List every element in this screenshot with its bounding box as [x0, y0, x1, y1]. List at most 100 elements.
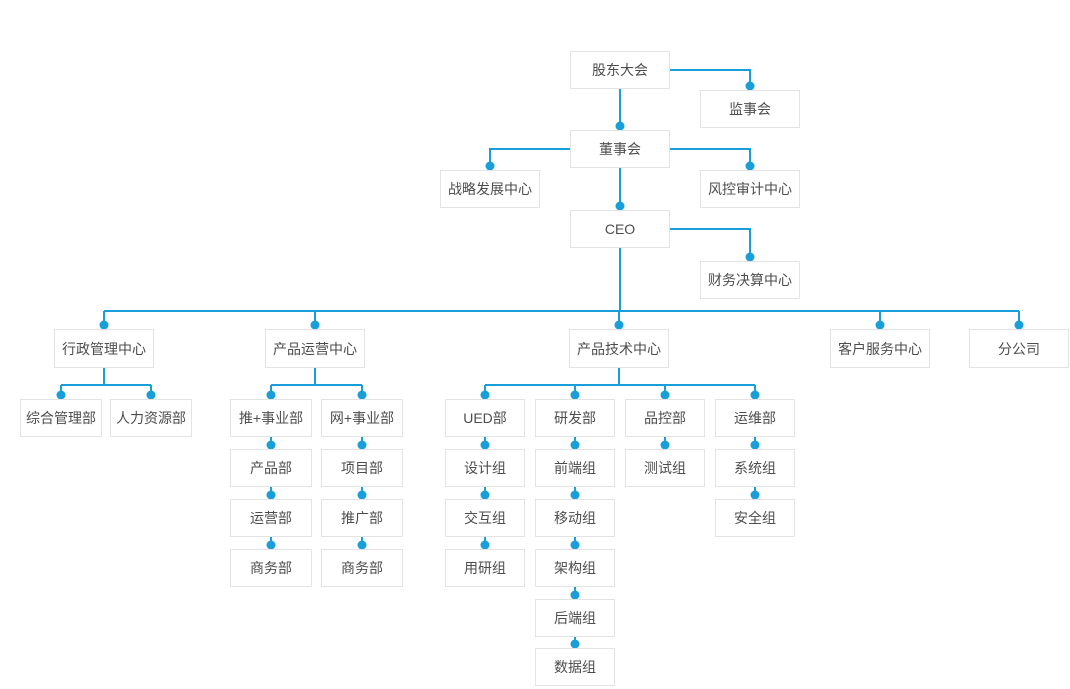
org-node-security-group[interactable]: 安全组: [715, 499, 795, 537]
connector-dot-backend-group: [570, 590, 580, 600]
org-node-ceo[interactable]: CEO: [570, 210, 670, 248]
connector-dot-general-admin-dept: [56, 390, 66, 400]
org-node-product-technology-center[interactable]: 产品技术中心: [569, 329, 669, 368]
org-node-promotion-dept[interactable]: 推广部: [321, 499, 403, 537]
org-node-user-research-group[interactable]: 用研组: [445, 549, 525, 587]
connector-dot-design-group: [480, 440, 490, 450]
org-node-label: 战略发展中心: [448, 181, 532, 197]
connector-shareholders-meeting-supervisory-board: [670, 69, 751, 90]
org-node-risk-audit-center[interactable]: 风控审计中心: [700, 170, 800, 208]
org-node-project-dept[interactable]: 项目部: [321, 449, 403, 487]
connector-dot-ops-maintenance-dept: [750, 390, 760, 400]
connector-dot-ued-dept: [480, 390, 490, 400]
connector-dot-finance-settlement-center: [745, 252, 755, 262]
connector-dot-risk-audit-center: [745, 161, 755, 171]
org-node-label: UED部: [463, 410, 507, 426]
connector-dot-frontend-group: [570, 440, 580, 450]
connector-dot-operations-dept: [266, 490, 276, 500]
org-node-operations-dept[interactable]: 运营部: [230, 499, 312, 537]
org-node-hr-dept[interactable]: 人力资源部: [110, 399, 192, 437]
connector-dot-business-dept-wang: [357, 540, 367, 550]
connector-dot-ceo: [615, 201, 625, 211]
connector-dot-user-research-group: [480, 540, 490, 550]
org-node-system-group[interactable]: 系统组: [715, 449, 795, 487]
org-node-label: 推+事业部: [238, 410, 304, 426]
org-node-label: 项目部: [341, 460, 383, 476]
org-node-branch-company[interactable]: 分公司: [969, 329, 1069, 368]
connector-ceo-finance-settlement-center: [670, 228, 751, 261]
org-node-label: 前端组: [554, 460, 596, 476]
org-node-ued-dept[interactable]: UED部: [445, 399, 525, 437]
org-node-label: 风控审计中心: [708, 181, 792, 197]
org-node-tui-business-division[interactable]: 推+事业部: [230, 399, 312, 437]
connector-dot-testing-group: [660, 440, 670, 450]
org-node-frontend-group[interactable]: 前端组: [535, 449, 615, 487]
org-node-label: 架构组: [554, 560, 596, 576]
connector-admin-management-center-children: [60, 368, 152, 399]
org-node-label: 网+事业部: [329, 410, 395, 426]
connector-dot-product-dept: [266, 440, 276, 450]
connector-dot-branch-company: [1014, 320, 1024, 330]
org-node-label: 推广部: [341, 510, 383, 526]
org-node-mobile-group[interactable]: 移动组: [535, 499, 615, 537]
org-node-testing-group[interactable]: 测试组: [625, 449, 705, 487]
org-node-rd-dept[interactable]: 研发部: [535, 399, 615, 437]
connector-product-technology-center-children: [484, 368, 756, 399]
org-node-ops-maintenance-dept[interactable]: 运维部: [715, 399, 795, 437]
org-node-interaction-group[interactable]: 交互组: [445, 499, 525, 537]
connector-dot-data-group: [570, 639, 580, 649]
org-node-design-group[interactable]: 设计组: [445, 449, 525, 487]
connector-dot-promotion-dept: [357, 490, 367, 500]
org-node-product-dept[interactable]: 产品部: [230, 449, 312, 487]
connector-dot-supervisory-board: [745, 81, 755, 91]
org-node-wang-business-division[interactable]: 网+事业部: [321, 399, 403, 437]
org-node-shareholders-meeting[interactable]: 股东大会: [570, 51, 670, 89]
org-node-label: 测试组: [644, 460, 686, 476]
org-node-qc-dept[interactable]: 品控部: [625, 399, 705, 437]
connector-dot-security-group: [750, 490, 760, 500]
org-node-product-operations-center[interactable]: 产品运营中心: [265, 329, 365, 368]
org-node-label: 综合管理部: [26, 410, 96, 426]
connector-dot-business-dept-tui: [266, 540, 276, 550]
org-node-customer-service-center[interactable]: 客户服务中心: [830, 329, 930, 368]
connector-dot-architecture-group: [570, 540, 580, 550]
connector-dot-qc-dept: [660, 390, 670, 400]
org-node-business-dept-wang[interactable]: 商务部: [321, 549, 403, 587]
org-node-label: 安全组: [734, 510, 776, 526]
org-node-label: 系统组: [734, 460, 776, 476]
org-node-data-group[interactable]: 数据组: [535, 648, 615, 686]
org-node-board-of-directors[interactable]: 董事会: [570, 130, 670, 168]
org-node-strategy-development-center[interactable]: 战略发展中心: [440, 170, 540, 208]
org-node-label: 研发部: [554, 410, 596, 426]
connector-dot-project-dept: [357, 440, 367, 450]
org-node-label: 董事会: [599, 141, 641, 157]
org-node-label: CEO: [604, 221, 636, 237]
connector-dot-tui-business-division: [266, 390, 276, 400]
org-node-label: 产品部: [250, 460, 292, 476]
org-node-label: 产品运营中心: [273, 340, 357, 357]
org-node-label: 行政管理中心: [62, 340, 146, 357]
org-node-label: 产品技术中心: [577, 340, 661, 357]
connector-dot-product-technology-center: [614, 320, 624, 330]
org-node-admin-management-center[interactable]: 行政管理中心: [54, 329, 154, 368]
org-node-supervisory-board[interactable]: 监事会: [700, 90, 800, 128]
org-node-label: 品控部: [644, 410, 686, 426]
connector-dot-interaction-group: [480, 490, 490, 500]
org-node-label: 人力资源部: [116, 410, 186, 426]
connector-dot-rd-dept: [570, 390, 580, 400]
org-node-label: 分公司: [998, 340, 1040, 357]
org-node-general-admin-dept[interactable]: 综合管理部: [20, 399, 102, 437]
org-node-label: 商务部: [250, 560, 292, 576]
org-node-label: 财务决算中心: [708, 272, 792, 288]
connector-dot-product-operations-center: [310, 320, 320, 330]
org-node-label: 数据组: [554, 659, 596, 675]
org-node-architecture-group[interactable]: 架构组: [535, 549, 615, 587]
org-node-label: 运维部: [734, 410, 776, 426]
org-node-business-dept-tui[interactable]: 商务部: [230, 549, 312, 587]
connector-dot-mobile-group: [570, 490, 580, 500]
org-node-backend-group[interactable]: 后端组: [535, 599, 615, 637]
org-node-label: 运营部: [250, 510, 292, 526]
connector-board-of-directors-strategy-development-center: [489, 148, 570, 170]
org-node-finance-settlement-center[interactable]: 财务决算中心: [700, 261, 800, 299]
